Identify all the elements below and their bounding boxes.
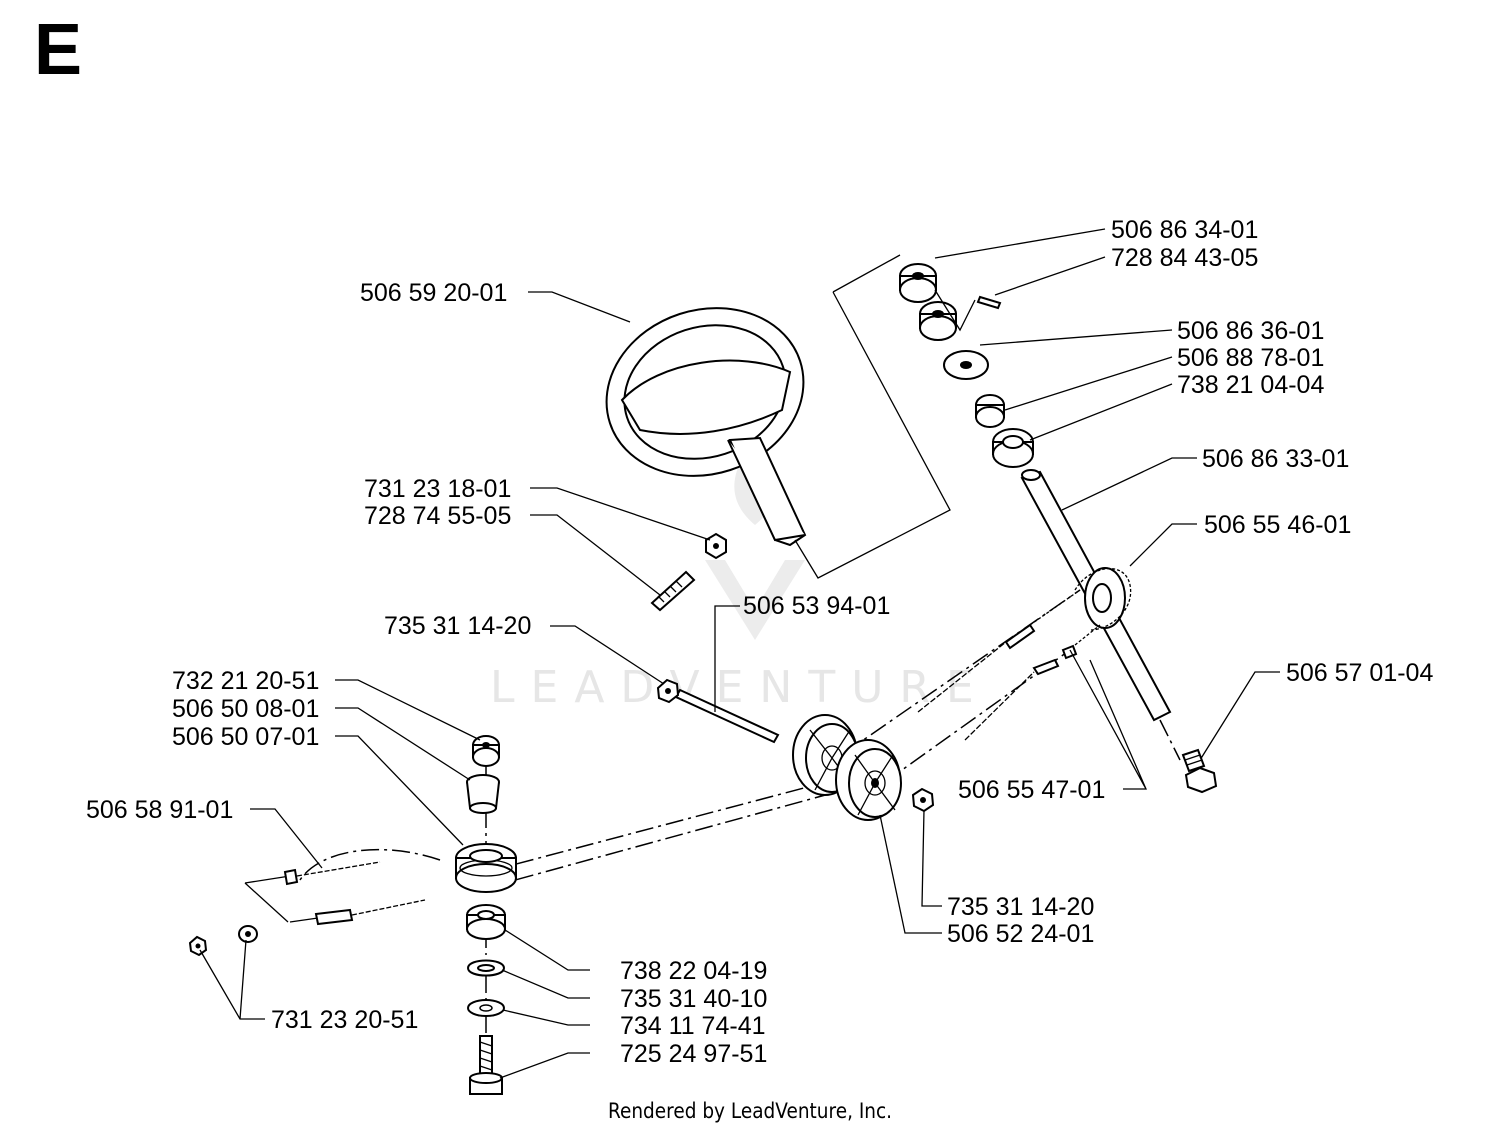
part-label: 506 55 47-01 [958,776,1105,804]
part-label: 732 21 20-51 [172,667,319,695]
part-label: 506 50 07-01 [172,723,319,751]
part-label: 506 86 34-01 [1111,216,1258,244]
part-label: 506 59 20-01 [360,279,507,307]
part-label: 735 31 14-20 [384,612,531,640]
part-label: 506 52 24-01 [947,920,1094,948]
threaded-shaft [656,678,780,744]
part-label: 506 57 01-04 [1286,659,1433,687]
pulleys [792,714,935,821]
watermark-text: LEADVENTURE [490,662,990,713]
part-labels: 506 59 20-01 731 23 18-01 728 74 55-05 7… [86,216,1433,1068]
section-letter: E [34,10,83,90]
part-label: 728 74 55-05 [364,502,511,530]
part-label: 506 88 78-01 [1177,344,1324,372]
part-label: 506 86 36-01 [1177,317,1324,345]
part-label: 506 86 33-01 [1202,445,1349,473]
steering-wheel [605,307,807,547]
part-label: 506 53 94-01 [743,592,890,620]
fitting [1181,748,1218,794]
part-label: 731 23 20-51 [271,1006,418,1034]
leader-lines [199,228,1280,1079]
part-label: 506 50 08-01 [172,695,319,723]
footer-credit: Rendered by LeadVenture, Inc. [607,1099,893,1123]
part-label: 734 11 74-41 [620,1012,766,1040]
part-label: 731 23 18-01 [364,475,511,503]
part-label: 506 58 91-01 [86,796,233,824]
part-label: 735 31 40-10 [620,985,767,1013]
part-label: 735 31 14-20 [947,893,1094,921]
watermark: LEADVENTURE [490,440,990,713]
part-label: 738 21 04-04 [1177,371,1324,399]
sprocket-chain [1004,567,1132,676]
lower-stack [455,735,517,1095]
part-label: 506 55 46-01 [1204,511,1351,539]
column-bracket-line [794,254,951,579]
part-label: 738 22 04-19 [620,957,767,985]
left-cables [188,861,426,957]
part-label: 728 84 43-05 [1111,244,1258,272]
cables [917,641,1035,741]
part-label: 725 24 97-51 [620,1040,767,1068]
wheel-fasteners [650,532,727,612]
